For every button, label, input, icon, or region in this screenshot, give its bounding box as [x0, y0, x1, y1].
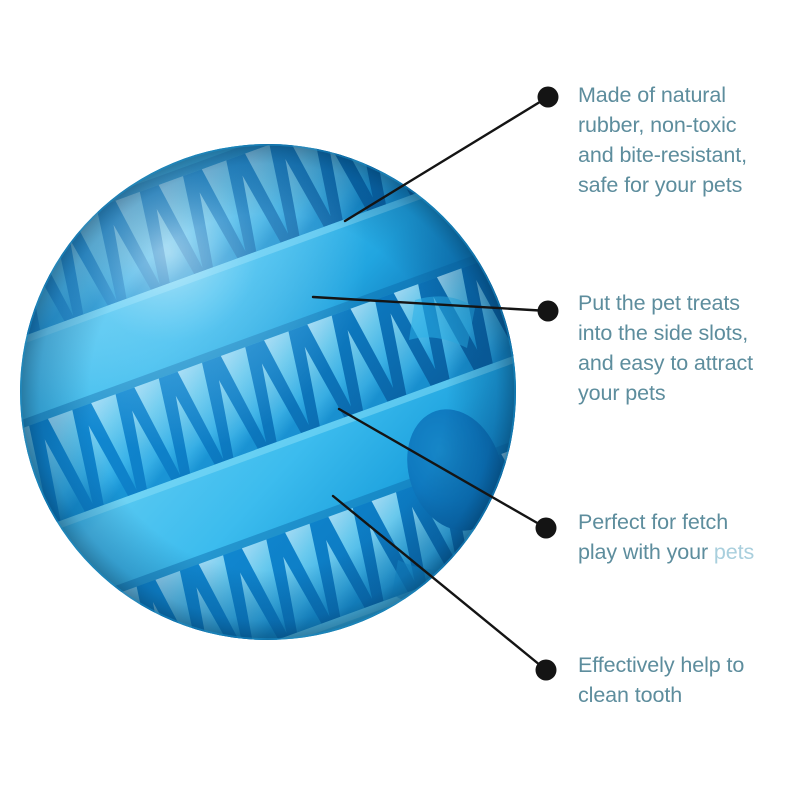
- product-photo: [20, 144, 516, 640]
- dog-chew-ball-illustration: [20, 144, 516, 640]
- callout-text-material: Made of natural rubber, non-toxic and bi…: [578, 83, 747, 197]
- callout-text-fetch-play-tail: pets: [713, 540, 755, 564]
- callout-text-clean-tooth: Effectively help to clean tooth: [578, 653, 745, 707]
- callout-text-treat-slots: Put the pet treats into the side slots, …: [578, 291, 753, 405]
- callout-text-fetch-play-main: Perfect for fetch play with your: [578, 510, 729, 564]
- callout-text-fetch-play: Perfect for fetch play with your pets: [578, 507, 796, 567]
